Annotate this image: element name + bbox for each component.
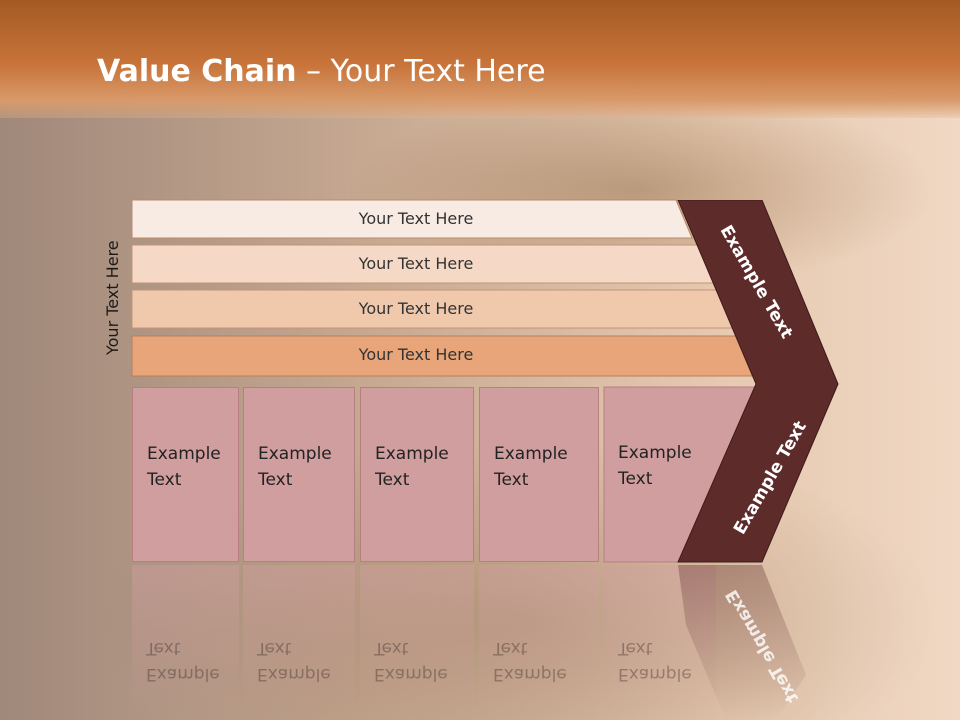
band-label: Your Text Here bbox=[358, 254, 474, 273]
title-rest: – Your Text Here bbox=[296, 54, 546, 89]
support-band-4[interactable]: Your Text Here bbox=[132, 336, 764, 376]
margin-chevron[interactable] bbox=[676, 200, 846, 570]
title-bar bbox=[0, 0, 960, 118]
band-label: Your Text Here bbox=[358, 209, 474, 228]
band-label: Your Text Here bbox=[358, 299, 474, 318]
support-band-3[interactable]: Your Text Here bbox=[132, 290, 740, 328]
support-band-1[interactable]: Your Text Here bbox=[132, 200, 692, 238]
chevron-reflection bbox=[678, 565, 806, 720]
slide-title[interactable]: Value Chain – Your Text Here bbox=[97, 54, 546, 89]
support-band-2[interactable]: Your Text Here bbox=[132, 245, 717, 283]
title-bold: Value Chain bbox=[97, 54, 297, 89]
band-label: Your Text Here bbox=[358, 345, 474, 364]
